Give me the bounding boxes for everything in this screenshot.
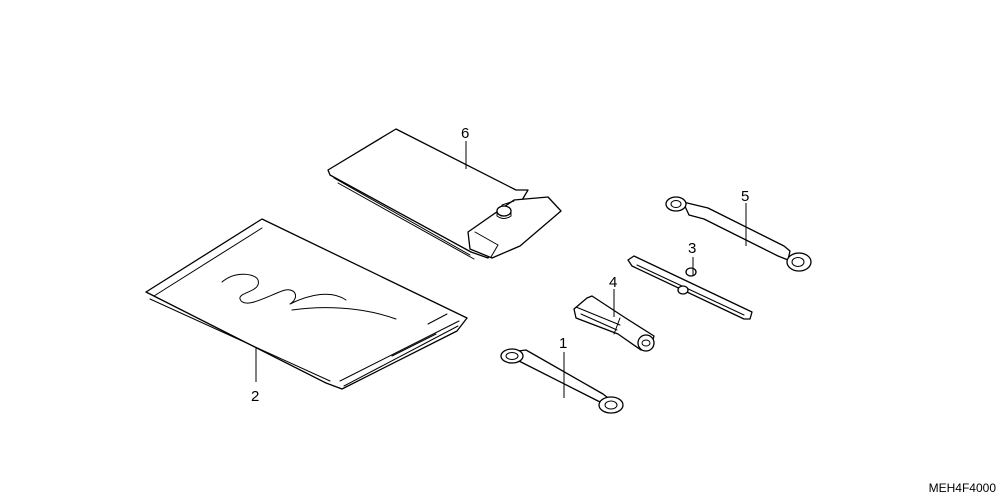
document-pouch[interactable] — [145, 218, 468, 390]
callout-4: 4 — [609, 274, 617, 291]
callout-2: 2 — [251, 388, 259, 405]
screwdriver-bit[interactable] — [627, 255, 753, 320]
offset-wrench[interactable] — [665, 196, 812, 272]
callout-3: 3 — [688, 240, 696, 257]
figure-code: MEH4F4000 — [929, 481, 997, 495]
callout-6: 6 — [461, 125, 469, 142]
tool-bag[interactable] — [327, 128, 562, 260]
callout-5: 5 — [741, 188, 749, 205]
callout-1: 1 — [559, 335, 567, 352]
pin-spanner[interactable] — [500, 348, 624, 414]
screwdriver-grip[interactable] — [573, 295, 655, 352]
